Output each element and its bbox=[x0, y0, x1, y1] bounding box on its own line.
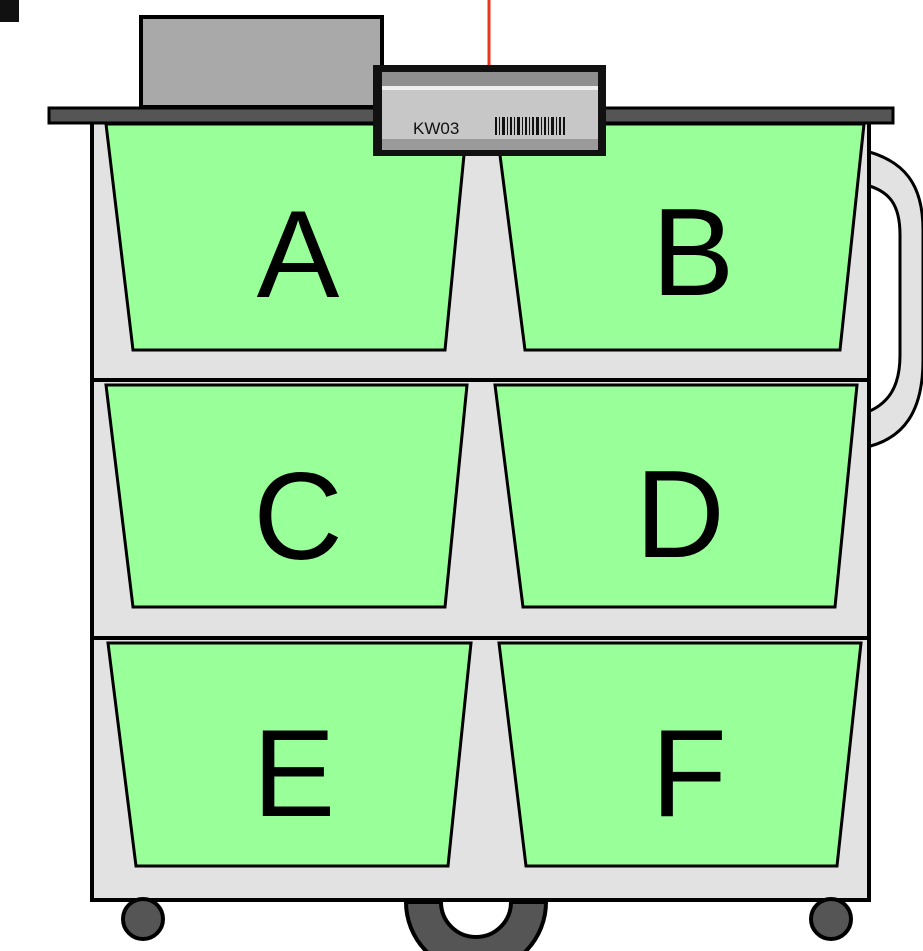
wheel-right bbox=[811, 899, 851, 939]
wheel-center bbox=[406, 902, 546, 951]
cart-handle bbox=[862, 150, 923, 448]
bin-a-letter: A bbox=[257, 186, 340, 324]
corner-marker-icon bbox=[0, 0, 19, 22]
bin-b-letter: B bbox=[652, 184, 735, 322]
bin-d-letter: D bbox=[635, 446, 725, 584]
bin-c-letter: C bbox=[253, 448, 343, 586]
bin-f-letter: F bbox=[651, 705, 727, 843]
cart-label-tag: KW03 bbox=[373, 65, 606, 156]
top-box bbox=[141, 17, 382, 107]
wheel-left bbox=[123, 899, 163, 939]
bin-e-letter: E bbox=[253, 705, 336, 843]
cart-label-code: KW03 bbox=[413, 119, 459, 138]
